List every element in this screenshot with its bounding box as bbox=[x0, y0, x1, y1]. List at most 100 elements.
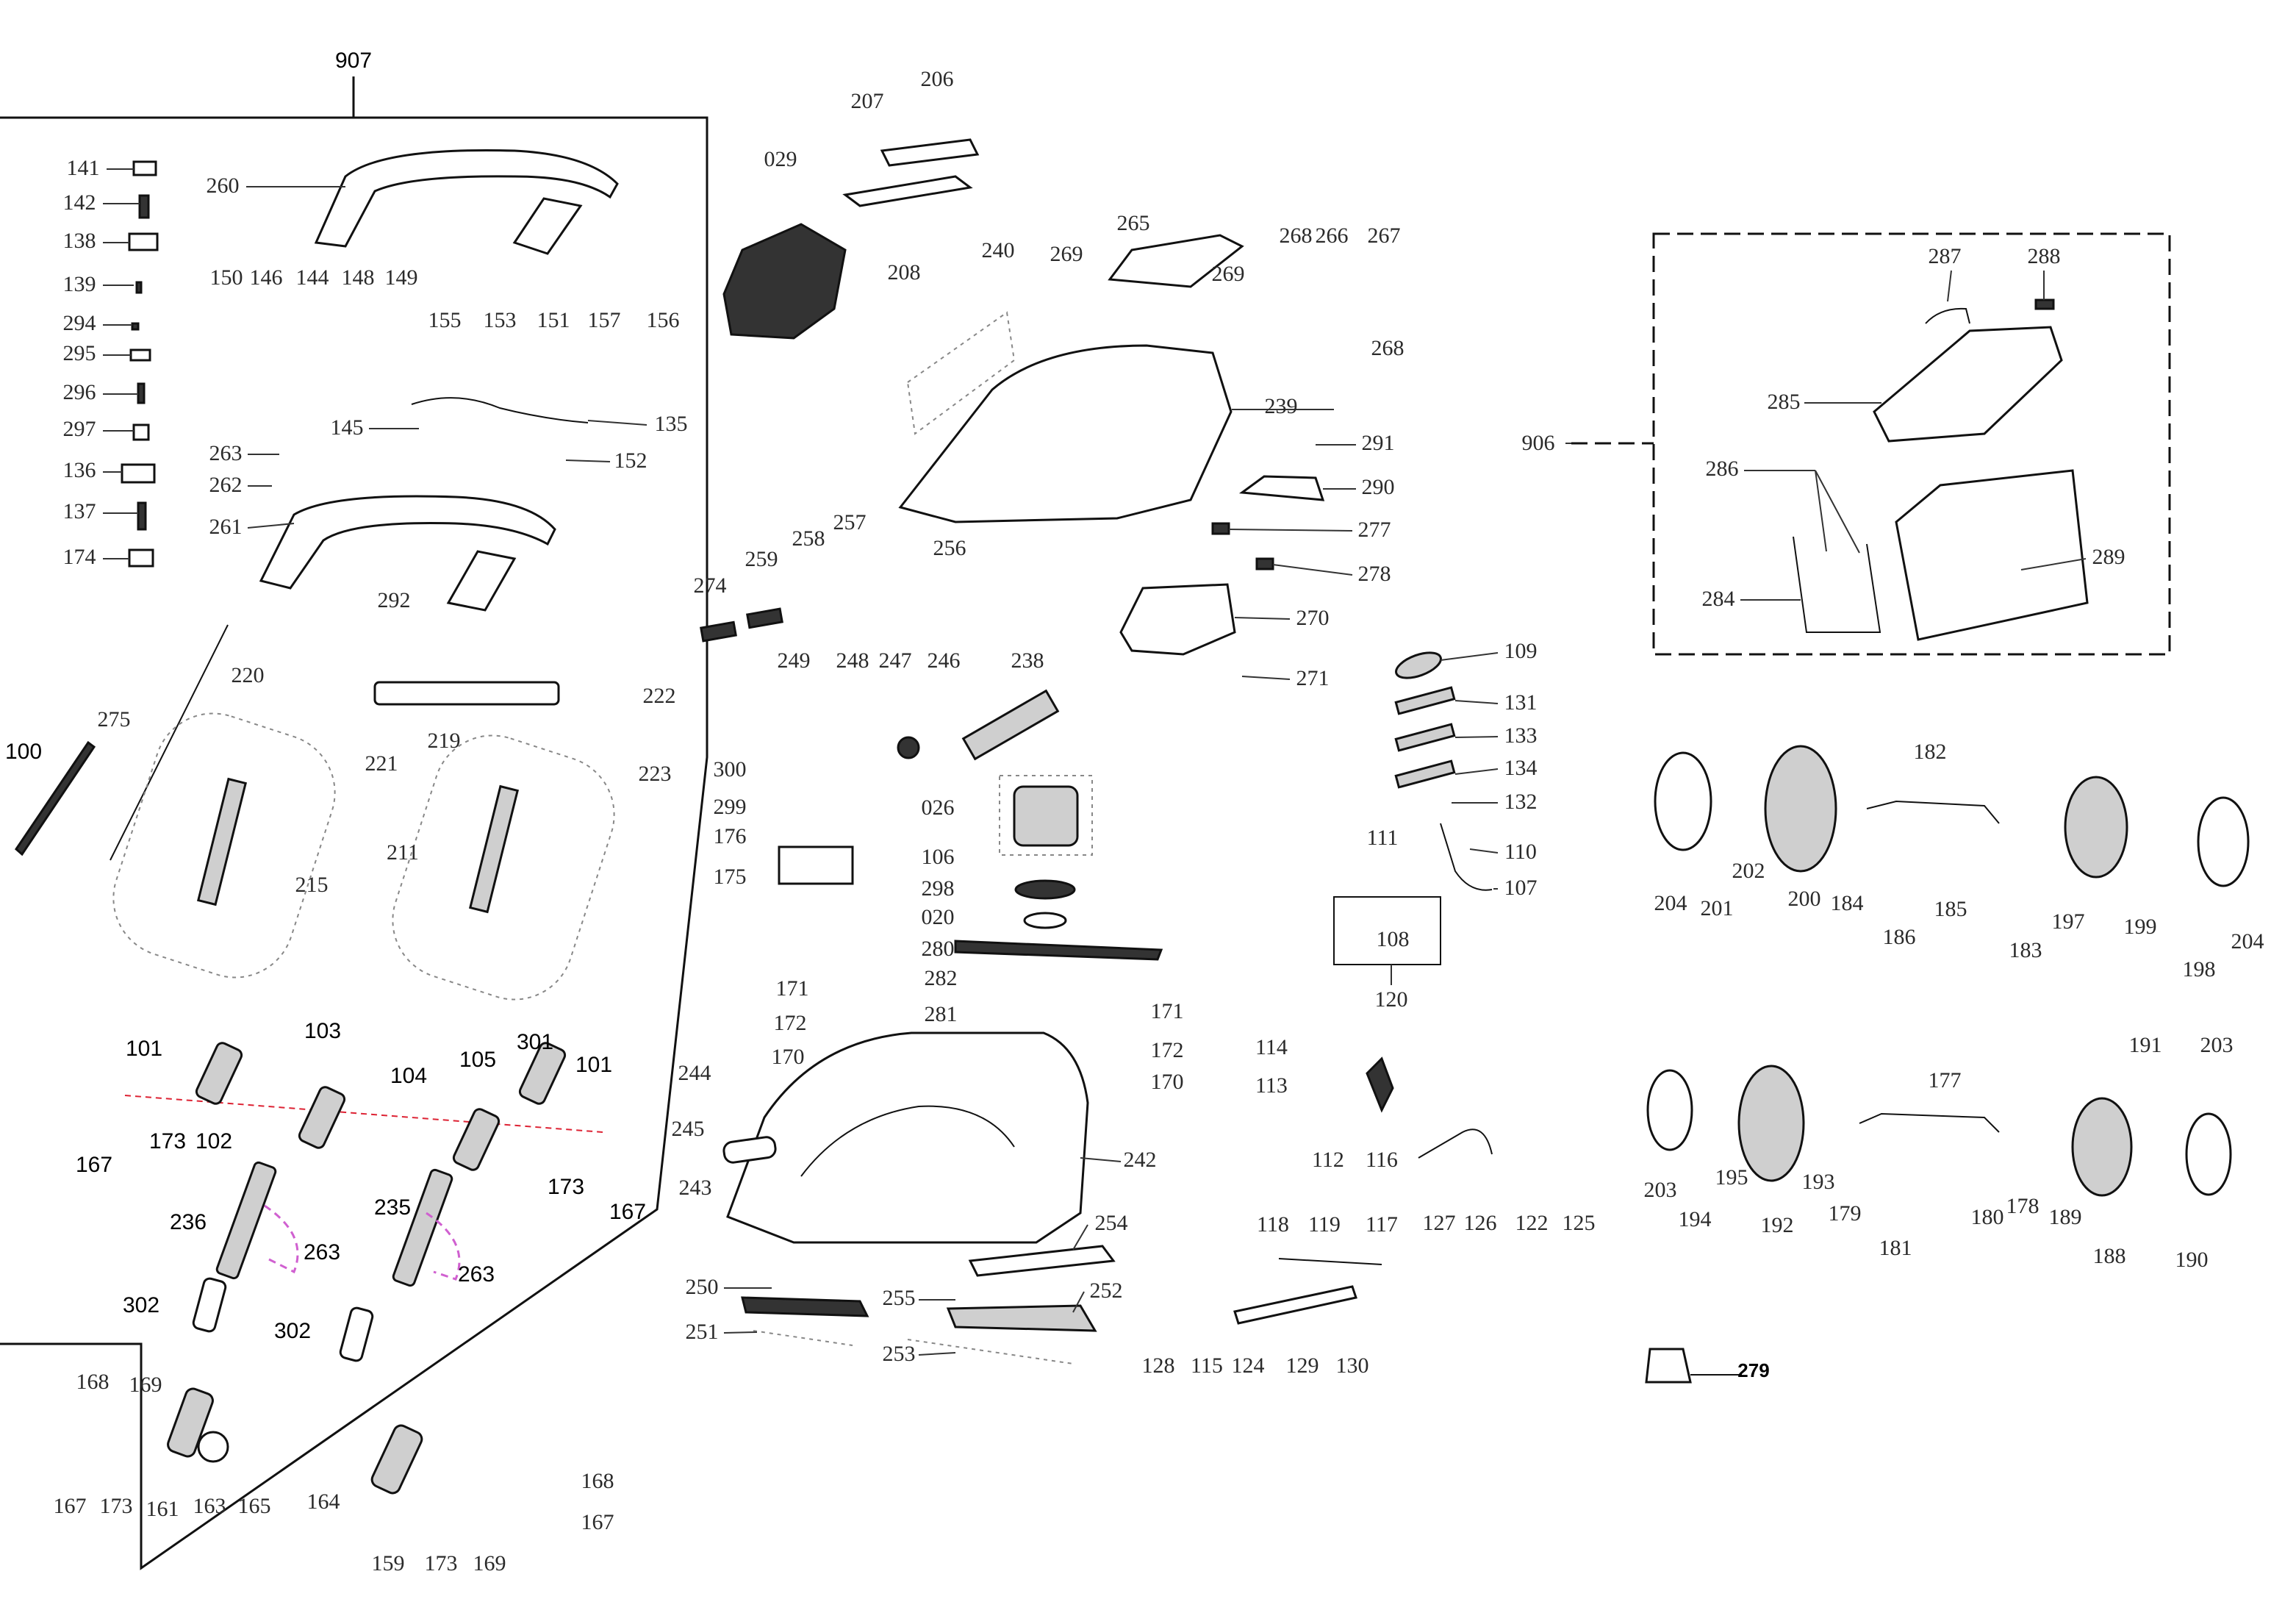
rear-axle-parts bbox=[1646, 1065, 2232, 1197]
callout-190: 190 bbox=[2175, 1248, 2209, 1272]
callout-254: 254 bbox=[1095, 1211, 1128, 1235]
upper-housing-239 bbox=[898, 311, 1233, 523]
deck-242 bbox=[722, 1031, 1089, 1244]
callout-285: 285 bbox=[1768, 390, 1801, 414]
battery-cover-parts bbox=[722, 138, 1244, 340]
callout-150: 150 bbox=[210, 265, 243, 290]
callout-262: 262 bbox=[209, 473, 243, 497]
callout-169a: 169 bbox=[129, 1373, 162, 1397]
front-axle-parts bbox=[1654, 745, 2250, 887]
callout-221: 221 bbox=[365, 751, 398, 776]
callout-253: 253 bbox=[883, 1342, 916, 1366]
callout-106: 106 bbox=[922, 845, 955, 869]
lower-handle-261 bbox=[259, 495, 556, 612]
callout-189: 189 bbox=[2049, 1205, 2082, 1229]
callout-198: 198 bbox=[2183, 957, 2216, 981]
callout-300: 300 bbox=[714, 757, 747, 781]
callout-136: 136 bbox=[63, 458, 96, 482]
callout-250: 250 bbox=[686, 1275, 719, 1299]
callout-269a: 269 bbox=[1050, 242, 1083, 266]
callout-labels: 9079061411421381392942952962971361371742… bbox=[5, 49, 2264, 1575]
callout-278: 278 bbox=[1358, 562, 1391, 586]
lower-folding-parts bbox=[167, 1387, 423, 1495]
callout-029: 029 bbox=[764, 147, 797, 171]
callout-107: 107 bbox=[1504, 876, 1538, 900]
callout-270: 270 bbox=[1296, 606, 1330, 630]
callout-288: 288 bbox=[2028, 244, 2061, 268]
frame-907-handle-assembly bbox=[0, 76, 708, 1570]
callout-197: 197 bbox=[2052, 909, 2085, 934]
callout-179: 179 bbox=[1829, 1201, 1862, 1226]
callout-291: 291 bbox=[1362, 431, 1395, 455]
callout-186: 186 bbox=[1883, 925, 1916, 949]
callout-171b: 171 bbox=[1151, 999, 1184, 1023]
callout-301: 301 bbox=[517, 1030, 553, 1054]
callout-261: 261 bbox=[209, 515, 243, 539]
grass-bag-parts bbox=[1793, 298, 2089, 641]
callout-110: 110 bbox=[1504, 840, 1537, 864]
callout-282: 282 bbox=[925, 966, 958, 990]
callout-101b: 101 bbox=[575, 1053, 612, 1077]
callout-194: 194 bbox=[1679, 1207, 1712, 1231]
callout-146: 146 bbox=[250, 265, 283, 290]
callout-193: 193 bbox=[1802, 1170, 1835, 1194]
callout-120: 120 bbox=[1375, 987, 1408, 1012]
callout-297: 297 bbox=[63, 417, 96, 441]
callout-174: 174 bbox=[63, 545, 96, 569]
callout-204a: 204 bbox=[1654, 891, 1687, 915]
callout-251: 251 bbox=[686, 1320, 719, 1344]
callout-289: 289 bbox=[2092, 545, 2125, 569]
callout-161: 161 bbox=[146, 1497, 179, 1521]
callout-294: 294 bbox=[63, 311, 96, 335]
callout-286: 286 bbox=[1706, 457, 1739, 481]
cable-strips bbox=[15, 397, 589, 861]
callout-133: 133 bbox=[1504, 723, 1538, 748]
callout-177: 177 bbox=[1929, 1068, 1962, 1092]
callout-171a: 171 bbox=[776, 976, 809, 1001]
callout-263a: 263 bbox=[209, 441, 243, 465]
upper-handle-260 bbox=[314, 149, 619, 255]
callout-151: 151 bbox=[537, 308, 570, 332]
callout-167c: 167 bbox=[54, 1494, 87, 1518]
motor-assembly bbox=[778, 689, 1163, 961]
callout-266: 266 bbox=[1316, 223, 1349, 248]
callout-142: 142 bbox=[63, 190, 96, 215]
callout-219: 219 bbox=[428, 729, 461, 753]
callout-244: 244 bbox=[678, 1061, 711, 1085]
callout-173b: 173 bbox=[548, 1175, 584, 1199]
callout-202: 202 bbox=[1732, 859, 1765, 883]
callout-265: 265 bbox=[1117, 211, 1150, 235]
callout-200: 200 bbox=[1788, 887, 1821, 911]
callout-248: 248 bbox=[836, 648, 869, 673]
callout-168a: 168 bbox=[76, 1370, 110, 1394]
callout-178: 178 bbox=[2006, 1194, 2040, 1218]
callout-240: 240 bbox=[982, 238, 1015, 262]
callout-117: 117 bbox=[1366, 1212, 1398, 1237]
callout-185: 185 bbox=[1934, 897, 1967, 921]
callout-127: 127 bbox=[1423, 1211, 1456, 1235]
callout-223: 223 bbox=[639, 762, 672, 786]
callout-302b: 302 bbox=[274, 1319, 311, 1343]
callout-155: 155 bbox=[428, 308, 462, 332]
callout-119: 119 bbox=[1308, 1212, 1341, 1237]
callout-188: 188 bbox=[2093, 1244, 2126, 1268]
callout-249: 249 bbox=[778, 648, 811, 673]
callout-111: 111 bbox=[1367, 826, 1399, 850]
callout-239: 239 bbox=[1265, 394, 1298, 418]
callout-284: 284 bbox=[1702, 587, 1735, 611]
callout-115: 115 bbox=[1191, 1353, 1223, 1378]
callout-258: 258 bbox=[792, 526, 825, 551]
callout-268b: 268 bbox=[1371, 336, 1404, 360]
height-adjust-parts bbox=[1233, 651, 1493, 1325]
callout-180: 180 bbox=[1971, 1205, 2004, 1229]
callout-026: 026 bbox=[922, 795, 955, 820]
callout-247: 247 bbox=[879, 648, 912, 673]
callout-184: 184 bbox=[1831, 891, 1864, 915]
callout-267: 267 bbox=[1368, 223, 1401, 248]
callout-208: 208 bbox=[888, 260, 921, 285]
callout-173d: 173 bbox=[425, 1551, 458, 1575]
electronics-parts bbox=[700, 475, 1325, 656]
callout-167d: 167 bbox=[581, 1510, 614, 1534]
callout-199: 199 bbox=[2124, 915, 2157, 939]
